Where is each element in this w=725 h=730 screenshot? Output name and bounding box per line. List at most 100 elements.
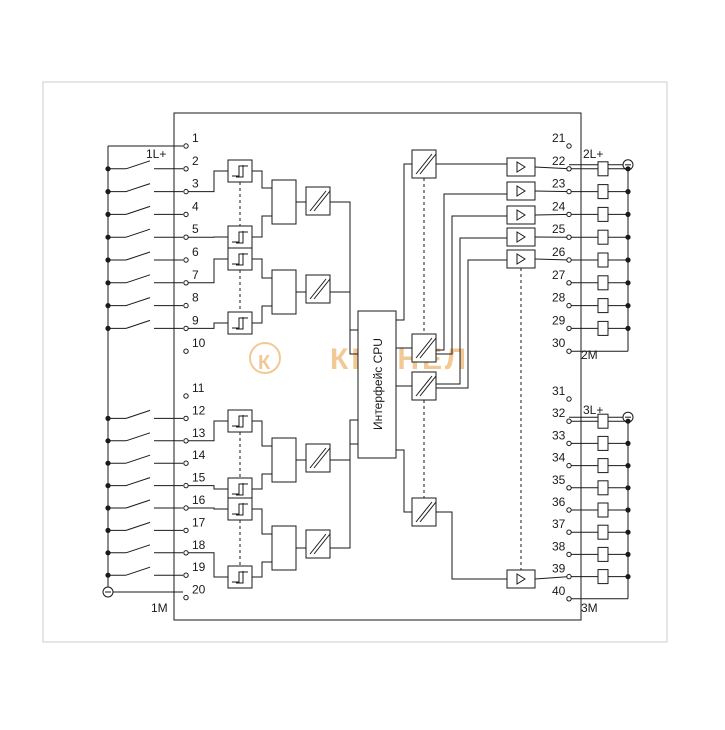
filter-wire — [252, 421, 272, 446]
load-icon — [598, 230, 608, 244]
rail-junction-dot — [625, 303, 630, 308]
filter-wire — [252, 171, 272, 188]
filter-wire — [252, 474, 272, 489]
input-terminal-icon — [184, 212, 188, 216]
output-terminal-icon — [567, 326, 571, 330]
filter-wire — [252, 306, 272, 323]
rail-label-2l: 2L+ — [583, 147, 603, 161]
output-pin-number: 29 — [552, 313, 566, 327]
output-pin-number: 35 — [552, 473, 566, 487]
input-pin-number: 18 — [192, 538, 206, 552]
output-terminal-icon — [567, 349, 571, 353]
switch-contact — [126, 320, 150, 328]
load-icon — [598, 253, 608, 267]
input-terminal-icon — [184, 281, 188, 285]
output-terminal-icon — [567, 303, 571, 307]
input-wire — [186, 508, 228, 509]
load-icon — [598, 162, 608, 176]
output-pin-number: 31 — [552, 384, 566, 398]
output-terminal-icon — [567, 574, 571, 578]
rail-junction-dot — [625, 485, 630, 490]
switch-contact — [126, 161, 150, 169]
input-pin-number: 13 — [192, 426, 206, 440]
output-pin-number: 40 — [552, 584, 566, 598]
output-terminal-icon — [567, 258, 571, 262]
input-terminal-icon — [184, 551, 188, 555]
output-terminal-icon — [567, 597, 571, 601]
input-terminal-icon — [184, 303, 188, 307]
to-cpu-wire — [330, 420, 358, 460]
input-pin-number: 15 — [192, 471, 206, 485]
rail-label-1m: 1M — [151, 601, 168, 615]
load-icon — [598, 459, 608, 473]
cpu-interface-label: Интерфейс CPU — [371, 338, 385, 430]
output-terminal-icon — [567, 530, 571, 534]
switch-contact — [126, 184, 150, 192]
switch-contact — [126, 433, 150, 441]
input-pin-number: 1 — [192, 131, 199, 145]
input-terminal-icon — [184, 349, 188, 353]
rail-label-1l: 1L+ — [146, 147, 166, 161]
input-filter-block — [228, 498, 252, 520]
load-icon — [598, 321, 608, 335]
input-filter-block — [228, 248, 252, 270]
input-terminal-icon — [184, 189, 188, 193]
output-pin-number: 33 — [552, 428, 566, 442]
output-terminal-icon — [567, 167, 571, 171]
opto-wire — [436, 216, 507, 354]
filter-wire — [252, 216, 272, 237]
output-pin-number: 37 — [552, 517, 566, 531]
driver-to-pin — [535, 214, 569, 215]
input-wire — [186, 486, 228, 489]
rail-junction-dot — [625, 166, 630, 171]
switch-contact — [126, 522, 150, 530]
driver-to-pin — [535, 191, 569, 192]
cpu-interface-block: Интерфейс CPU — [358, 311, 396, 458]
output-terminal-icon — [567, 144, 571, 148]
logic-block — [272, 270, 296, 314]
rail-junction-dot — [625, 212, 630, 217]
rail-junction-dot — [625, 257, 630, 262]
logic-block — [272, 526, 296, 570]
switch-contact — [126, 206, 150, 214]
watermark-logo-glyph: К — [258, 352, 273, 374]
load-icon — [598, 185, 608, 199]
output-terminal-icon — [567, 552, 571, 556]
input-pin-number: 2 — [192, 154, 199, 168]
switch-contact — [126, 275, 150, 283]
switch-contact — [126, 410, 150, 418]
driver-to-pin — [535, 577, 569, 579]
load-icon — [598, 481, 608, 495]
load-icon — [598, 525, 608, 539]
input-terminal-icon — [184, 144, 188, 148]
load-icon — [598, 276, 608, 290]
logic-block — [272, 180, 296, 224]
output-terminal-icon — [567, 508, 571, 512]
load-icon — [598, 207, 608, 221]
output-pin-number: 39 — [552, 562, 566, 576]
input-pin-number: 3 — [192, 177, 199, 191]
input-terminal-icon — [184, 258, 188, 262]
output-pin-number: 32 — [552, 406, 566, 420]
filter-wire — [252, 562, 272, 577]
input-pin-number: 6 — [192, 245, 199, 259]
input-filter-block — [228, 478, 252, 500]
rail-junction-dot — [625, 463, 630, 468]
input-pin-number: 12 — [192, 403, 206, 417]
logic-block — [272, 438, 296, 482]
input-pin-number: 9 — [192, 313, 199, 327]
cpu-wire — [396, 450, 412, 512]
opto-wire — [436, 194, 507, 350]
output-pin-number: 25 — [552, 222, 566, 236]
output-terminal-icon — [567, 441, 571, 445]
input-pin-number: 20 — [192, 583, 206, 597]
input-terminal-icon — [184, 235, 188, 239]
input-filter-block — [228, 566, 252, 588]
switch-contact — [126, 478, 150, 486]
output-pin-number: 30 — [552, 336, 566, 350]
input-pin-number: 4 — [192, 199, 199, 213]
output-pin-number: 21 — [552, 131, 566, 145]
input-pin-number: 19 — [192, 560, 206, 574]
